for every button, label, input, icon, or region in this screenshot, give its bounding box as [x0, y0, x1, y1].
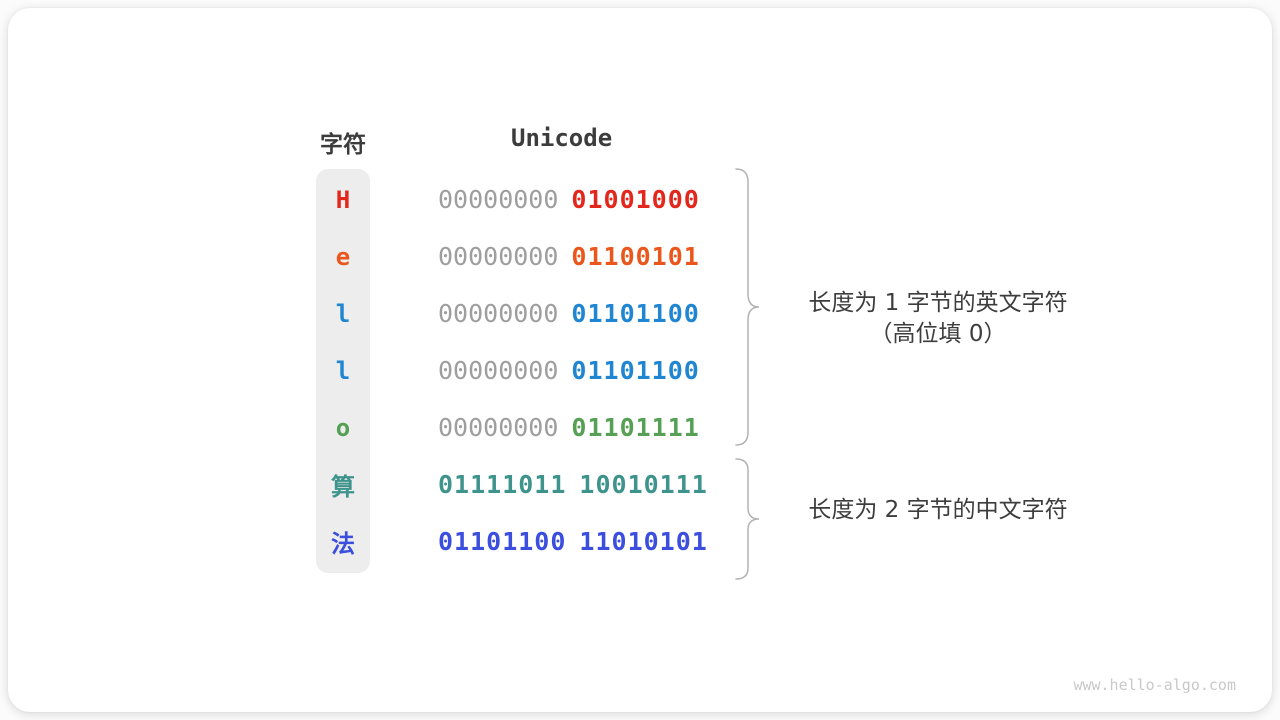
unicode-binary: 01111011 10010111 — [438, 470, 708, 499]
low-byte: 11010101 — [579, 527, 708, 556]
annotation-line: 长度为 1 字节的英文字符 — [808, 290, 1068, 316]
high-byte: 01111011 — [438, 470, 567, 499]
figure-card: 字符 Unicode H 00000000 01001000 e 0000000… — [8, 8, 1272, 712]
character-cell: 法 — [331, 530, 355, 558]
high-byte: 00000000 — [438, 356, 559, 385]
char-column-background — [316, 169, 370, 573]
unicode-binary: 00000000 01101100 — [438, 356, 700, 385]
annotation-line: 长度为 2 字节的中文字符 — [808, 497, 1068, 523]
low-byte: 10010111 — [579, 470, 708, 499]
character-cell: e — [335, 242, 351, 271]
table-row: 算 01111011 10010111 — [8, 456, 1272, 513]
unicode-binary: 00000000 01100101 — [438, 242, 700, 271]
annotation-english-chars: 长度为 1 字节的英文字符 （高位填 0） — [763, 288, 1113, 350]
table-row: H 00000000 01001000 — [8, 171, 1272, 228]
watermark: www.hello-algo.com — [1073, 676, 1236, 694]
low-byte: 01101100 — [571, 299, 700, 328]
table-row: e 00000000 01100101 — [8, 228, 1272, 285]
high-byte: 00000000 — [438, 413, 559, 442]
unicode-binary: 00000000 01001000 — [438, 185, 700, 214]
high-byte: 00000000 — [438, 185, 559, 214]
table-row: l 00000000 01101100 — [8, 285, 1272, 342]
high-byte: 01101100 — [438, 527, 567, 556]
high-byte: 00000000 — [438, 242, 559, 271]
low-byte: 01001000 — [571, 185, 700, 214]
char-column-header: 字符 — [320, 132, 366, 158]
curly-brace-icon — [735, 168, 760, 446]
annotation-line: （高位填 0） — [869, 321, 1007, 347]
low-byte: 01100101 — [571, 242, 700, 271]
unicode-binary: 00000000 01101111 — [438, 413, 700, 442]
table-row: o 00000000 01101111 — [8, 399, 1272, 456]
character-cell: l — [335, 299, 351, 328]
character-cell: 算 — [331, 473, 355, 501]
unicode-binary: 01101100 11010101 — [438, 527, 708, 556]
low-byte: 01101100 — [571, 356, 700, 385]
table-row: l 00000000 01101100 — [8, 342, 1272, 399]
high-byte: 00000000 — [438, 299, 559, 328]
curly-brace-icon — [735, 458, 760, 580]
character-cell: o — [335, 413, 351, 442]
character-cell: l — [335, 356, 351, 385]
low-byte: 01101111 — [571, 413, 700, 442]
annotation-chinese-chars: 长度为 2 字节的中文字符 — [763, 495, 1113, 526]
unicode-column-header: Unicode — [511, 124, 613, 152]
character-cell: H — [335, 185, 351, 214]
table-row: 法 01101100 11010101 — [8, 513, 1272, 570]
unicode-binary: 00000000 01101100 — [438, 299, 700, 328]
encoding-table: H 00000000 01001000 e 00000000 01100101 … — [8, 171, 1272, 570]
